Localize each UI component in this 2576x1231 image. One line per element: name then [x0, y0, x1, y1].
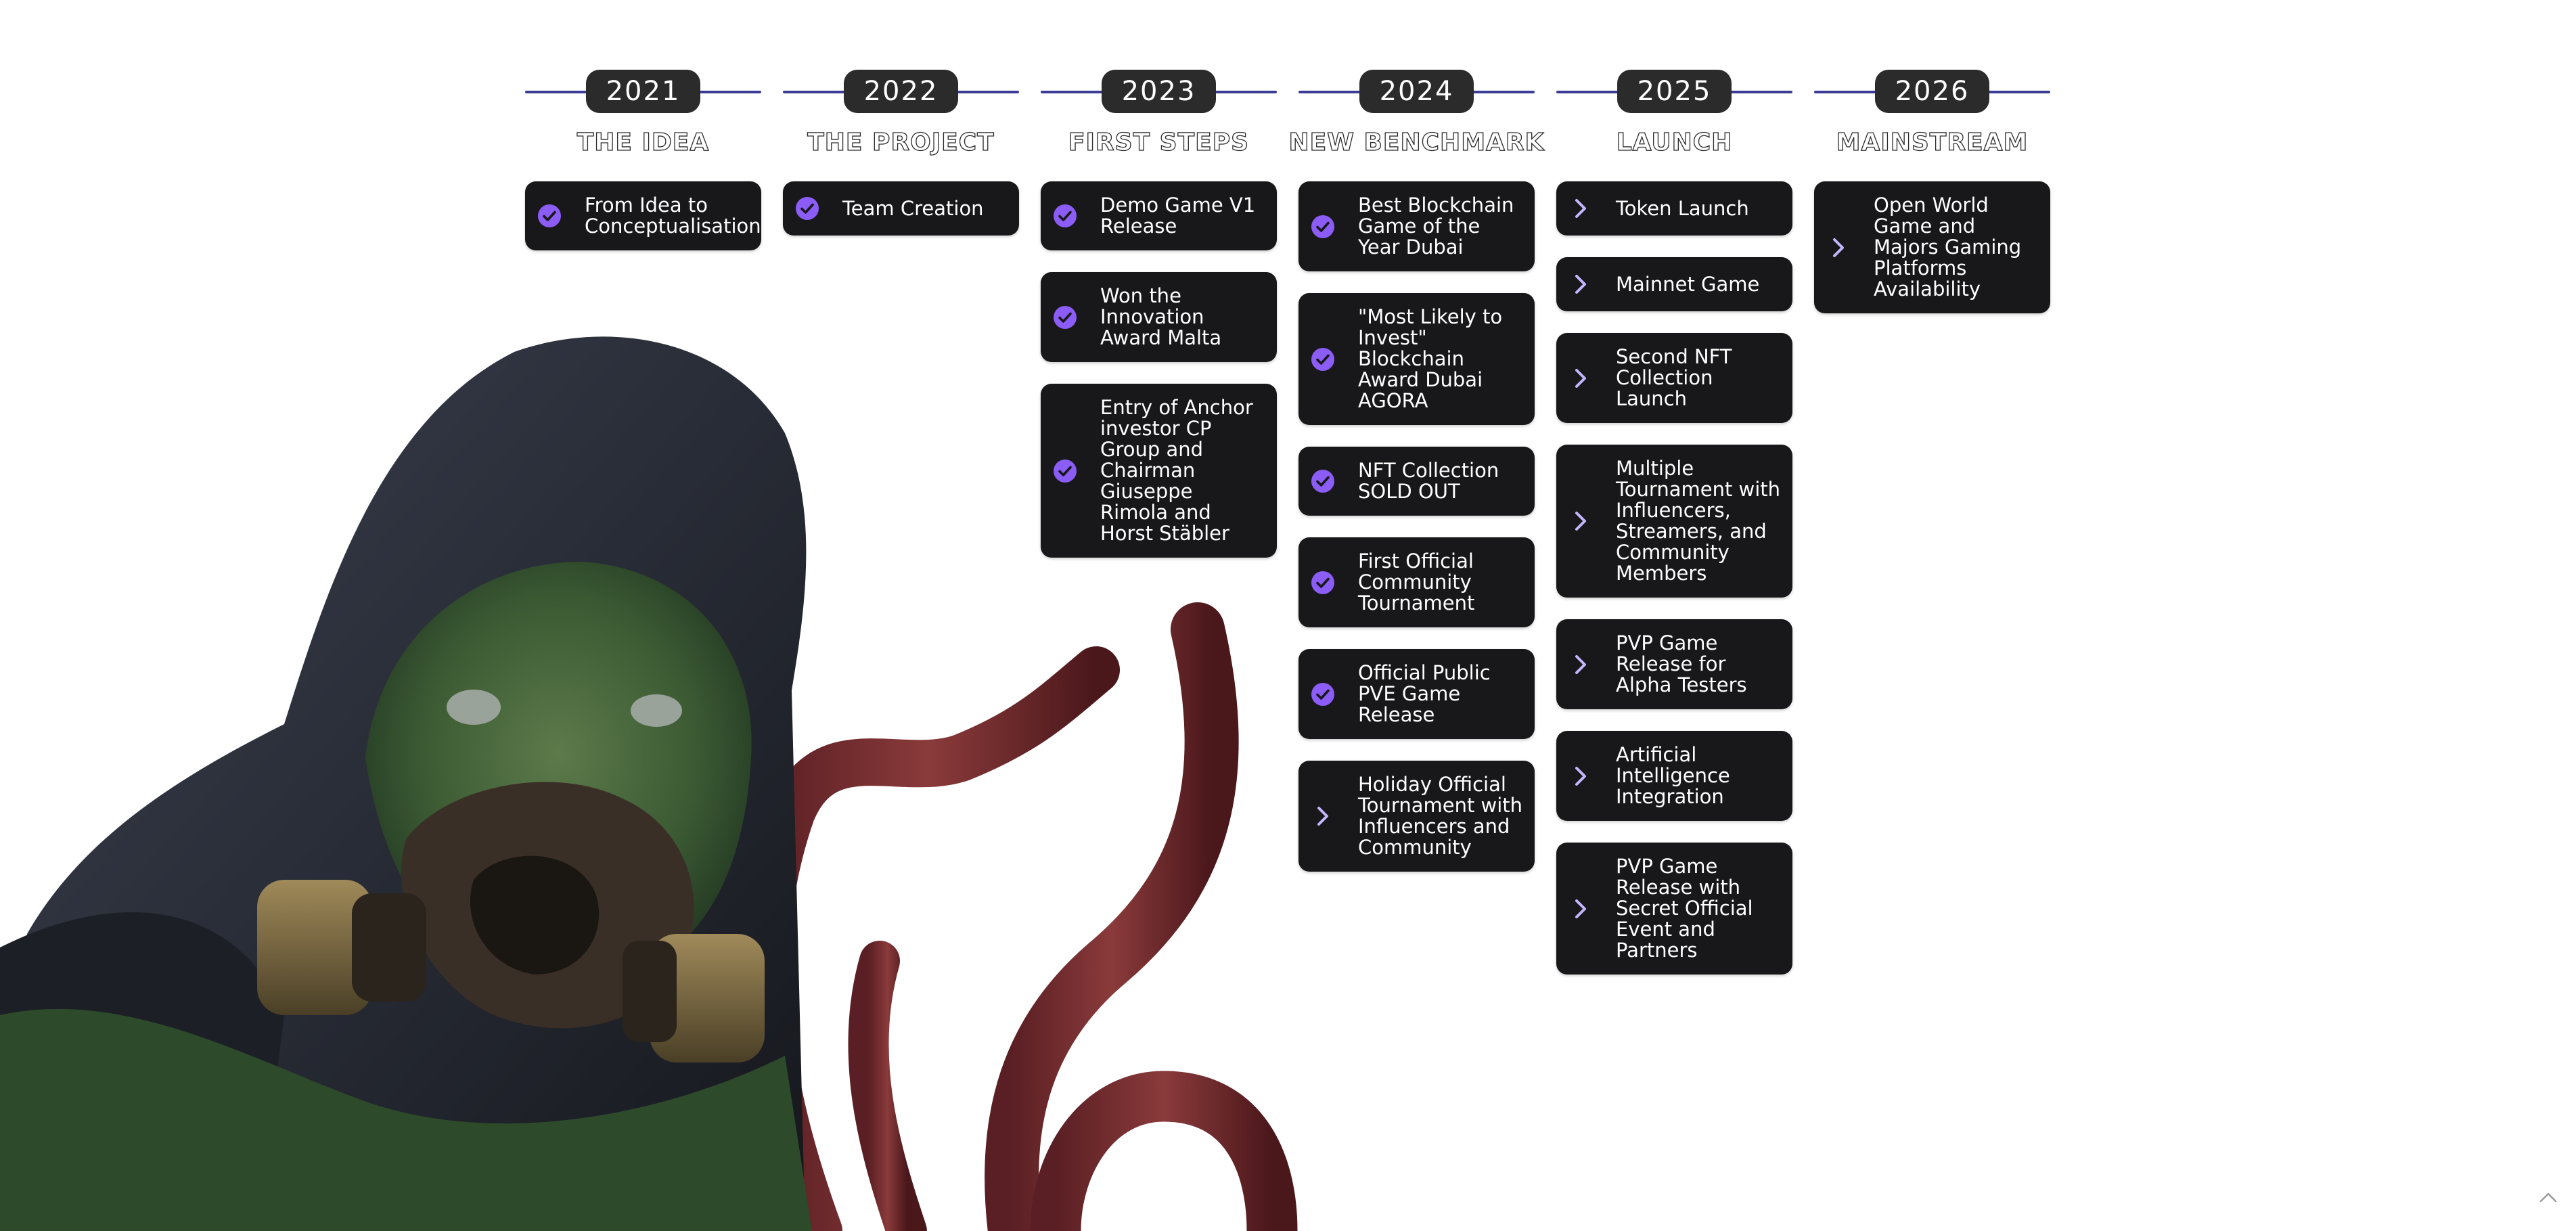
- phase-title: THE PROJECT: [807, 128, 995, 156]
- milestone-label: NFT Collection SOLD OUT: [1358, 459, 1499, 503]
- milestone-list: Team Creation: [783, 181, 1019, 236]
- check-circle-icon: [1309, 468, 1336, 495]
- milestone-label: Token Launch: [1616, 196, 1749, 220]
- check-circle-icon: [1309, 346, 1336, 373]
- milestone-card: Best Blockchain Game of the Year Dubai: [1298, 181, 1535, 271]
- phase-title: THE IDEA: [577, 128, 710, 156]
- year-badge: 2025: [1617, 70, 1732, 113]
- milestone-card: First Official Community Tournament: [1298, 537, 1535, 627]
- phase-title: MAINSTREAM: [1836, 128, 2029, 156]
- chevron-right-icon: [1567, 763, 1594, 790]
- milestone-label: Won the Innovation Award Malta: [1100, 284, 1222, 349]
- milestone-label: Best Blockchain Game of the Year Dubai: [1358, 194, 1514, 259]
- milestone-card: Entry of Anchor investor CP Group and Ch…: [1041, 384, 1277, 558]
- roadmap: 2021 THE IDEA From Idea to Conceptualisa…: [525, 68, 2050, 975]
- chevron-right-icon: [1825, 234, 1852, 261]
- milestone-card: Token Launch: [1556, 181, 1792, 236]
- year-header: 2023: [1041, 68, 1277, 115]
- milestone-list: Token Launch Mainnet Game Second NFT Col…: [1556, 181, 1792, 975]
- chevron-right-icon: [1567, 651, 1594, 678]
- year-badge: 2026: [1874, 70, 1990, 113]
- year-header: 2024: [1298, 68, 1535, 115]
- roadmap-column-2022: 2022 THE PROJECT Team Creation: [783, 68, 1019, 975]
- milestone-list: From Idea to Conceptualisation: [525, 181, 761, 250]
- milestone-card: Demo Game V1 Release: [1041, 181, 1277, 250]
- chevron-right-icon: [1567, 508, 1594, 535]
- milestone-label: Open World Game and Majors Gaming Platfo…: [1874, 194, 2022, 300]
- milestone-label: First Official Community Tournament: [1358, 550, 1475, 614]
- check-circle-icon: [1052, 202, 1079, 229]
- milestone-card: Open World Game and Majors Gaming Platfo…: [1814, 181, 2050, 313]
- milestone-card: Won the Innovation Award Malta: [1041, 272, 1277, 362]
- roadmap-column-2026: 2026 MAINSTREAM Open World Game and Majo…: [1814, 68, 2050, 975]
- phase-title: LAUNCH: [1616, 128, 1733, 156]
- milestone-label: Mainnet Game: [1616, 272, 1760, 296]
- milestone-label: Second NFT Collection Launch: [1616, 345, 1732, 410]
- check-circle-icon: [794, 195, 821, 222]
- milestone-label: Official Public PVE Game Release: [1358, 661, 1491, 726]
- milestone-list: Best Blockchain Game of the Year Dubai "…: [1298, 181, 1535, 872]
- milestone-card: "Most Likely to Invest" Blockchain Award…: [1298, 293, 1535, 425]
- milestone-card: Artificial Intelligence Integration: [1556, 731, 1792, 821]
- milestone-card: PVP Game Release for Alpha Testers: [1556, 619, 1792, 709]
- milestone-label: Artificial Intelligence Integration: [1616, 743, 1730, 808]
- scroll-to-top-icon[interactable]: [2538, 1190, 2558, 1204]
- check-circle-icon: [1309, 569, 1336, 596]
- milestone-label: Team Creation: [842, 196, 984, 220]
- year-badge: 2022: [843, 70, 959, 113]
- check-circle-icon: [1309, 681, 1336, 708]
- check-circle-icon: [1309, 213, 1336, 240]
- phase-title: NEW BENCHMARK: [1288, 128, 1545, 156]
- roadmap-column-2023: 2023 FIRST STEPS Demo Game V1 Release Wo…: [1041, 68, 1277, 975]
- milestone-label: Multiple Tournament with Influencers, St…: [1616, 457, 1781, 585]
- milestone-card: Multiple Tournament with Influencers, St…: [1556, 445, 1792, 598]
- chevron-right-icon: [1567, 365, 1594, 392]
- year-header: 2025: [1556, 68, 1792, 115]
- milestone-label: Entry of Anchor investor CP Group and Ch…: [1100, 396, 1253, 545]
- milestone-label: Holiday Official Tournament with Influen…: [1358, 773, 1523, 859]
- year-badge: 2021: [585, 70, 701, 113]
- milestone-card: NFT Collection SOLD OUT: [1298, 447, 1535, 516]
- milestone-label: From Idea to Conceptualisation: [585, 194, 761, 238]
- chevron-right-icon: [1567, 895, 1594, 922]
- milestone-label: Demo Game V1 Release: [1100, 194, 1256, 238]
- year-header: 2022: [783, 68, 1019, 115]
- milestone-card: Holiday Official Tournament with Influen…: [1298, 761, 1535, 872]
- phase-title: FIRST STEPS: [1068, 128, 1250, 156]
- roadmap-column-2024: 2024 NEW BENCHMARK Best Blockchain Game …: [1288, 68, 1544, 975]
- hero-character-image: [0, 336, 1298, 1231]
- chevron-right-icon: [1567, 195, 1594, 222]
- year-header: 2026: [1814, 68, 2050, 115]
- milestone-card: Official Public PVE Game Release: [1298, 649, 1535, 739]
- roadmap-column-2025: 2025 LAUNCH Token Launch Mainnet Game Se…: [1556, 68, 1792, 975]
- milestone-card: Mainnet Game: [1556, 257, 1792, 311]
- chevron-right-icon: [1567, 271, 1594, 298]
- milestone-label: PVP Game Release for Alpha Testers: [1616, 631, 1747, 696]
- milestone-list: Demo Game V1 Release Won the Innovation …: [1041, 181, 1277, 558]
- milestone-card: Team Creation: [783, 181, 1019, 236]
- check-circle-icon: [536, 202, 563, 229]
- milestone-list: Open World Game and Majors Gaming Platfo…: [1814, 181, 2050, 313]
- milestone-card: From Idea to Conceptualisation: [525, 181, 761, 250]
- check-circle-icon: [1052, 457, 1079, 485]
- milestone-card: Second NFT Collection Launch: [1556, 333, 1792, 423]
- roadmap-column-2021: 2021 THE IDEA From Idea to Conceptualisa…: [525, 68, 761, 975]
- chevron-right-icon: [1309, 803, 1336, 830]
- year-badge: 2024: [1359, 70, 1474, 113]
- milestone-label: PVP Game Release with Secret Official Ev…: [1616, 855, 1753, 962]
- milestone-card: PVP Game Release with Secret Official Ev…: [1556, 843, 1792, 975]
- year-header: 2021: [525, 68, 761, 115]
- year-badge: 2023: [1101, 70, 1217, 113]
- milestone-label: "Most Likely to Invest" Blockchain Award…: [1358, 305, 1503, 412]
- check-circle-icon: [1052, 304, 1079, 331]
